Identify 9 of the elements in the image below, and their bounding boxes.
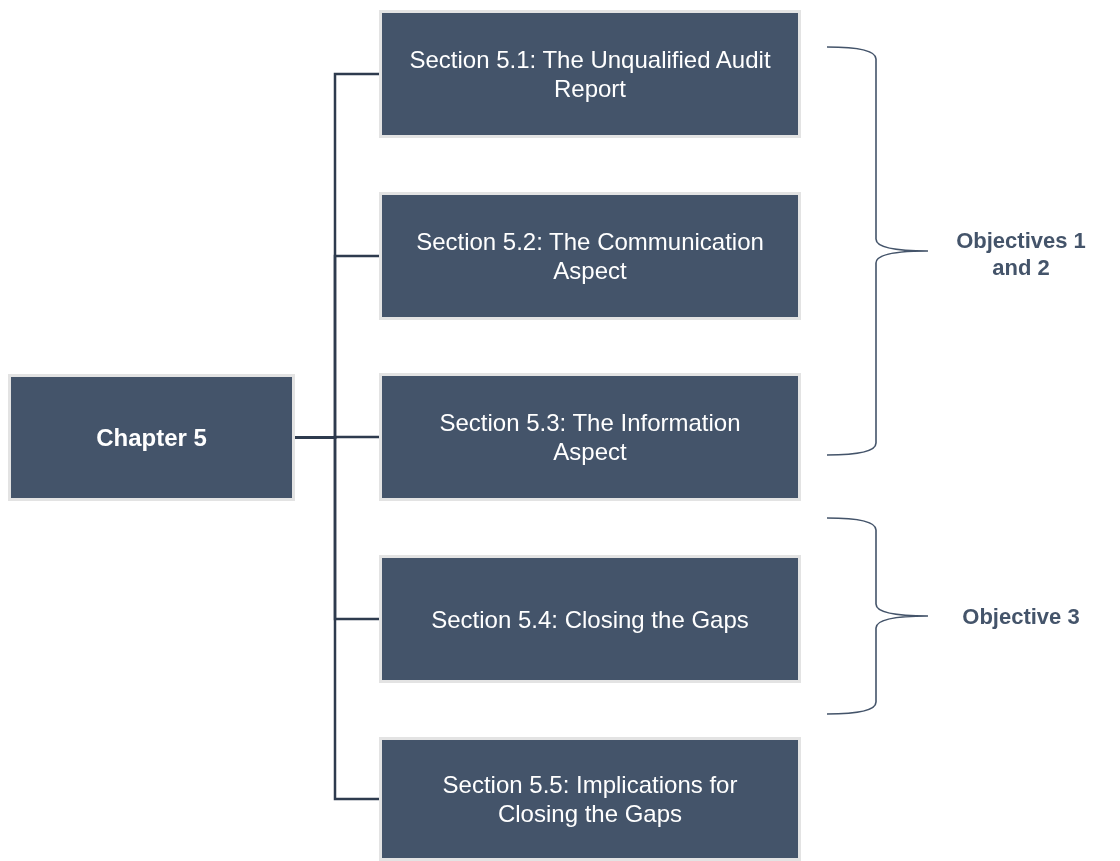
- section-box: Section 5.4: Closing the Gaps: [379, 555, 801, 683]
- objective-label: Objectives 1 and 2: [955, 227, 1087, 281]
- objective-label: Objective 3: [961, 603, 1081, 630]
- section-box: Section 5.2: The Communication Aspect: [379, 192, 801, 320]
- section-box: Section 5.1: The Unqualified Audit Report: [379, 10, 801, 138]
- connector-line: [295, 436, 379, 801]
- section-box: Section 5.5: Implications for Closing the Gaps: [379, 737, 801, 861]
- section-box: Chapter 5: [8, 374, 295, 501]
- section-box: Section 5.3: The Information Aspect: [379, 373, 801, 501]
